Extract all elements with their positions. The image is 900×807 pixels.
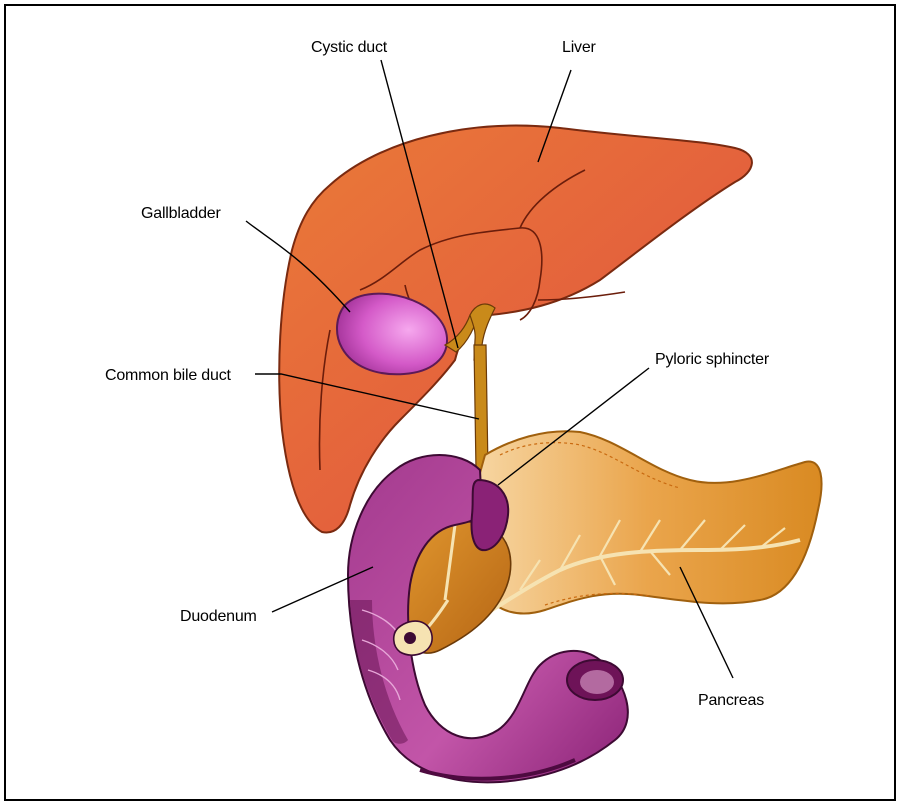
label-liver: Liver [562,39,597,56]
label-pyloric-sphincter: Pyloric sphincter [655,351,770,368]
label-cystic-duct: Cystic duct [311,39,388,56]
label-common-bile-duct: Common bile duct [105,367,232,384]
label-duodenum: Duodenum [180,608,257,625]
label-pancreas: Pancreas [698,692,764,709]
label-gallbladder: Gallbladder [141,205,222,222]
